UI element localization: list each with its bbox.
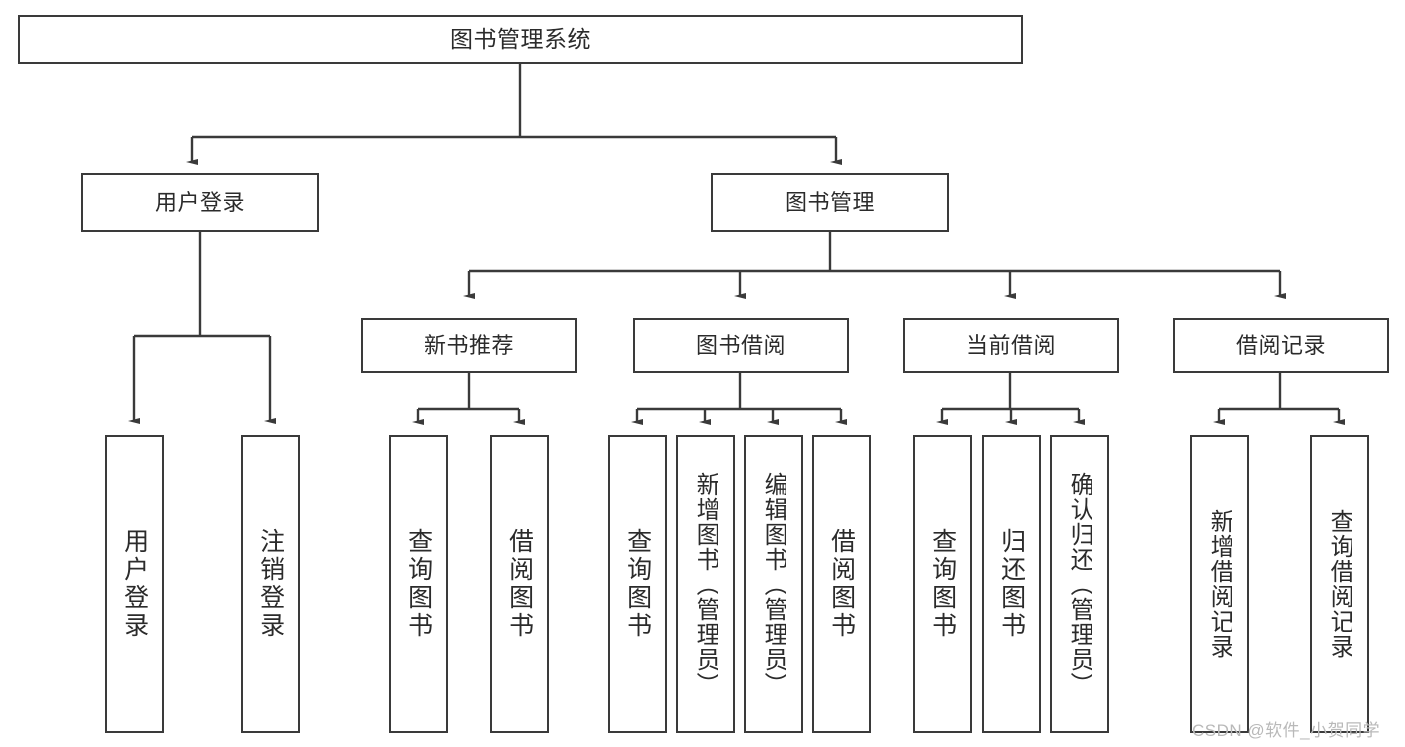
node-new-book-recommend-label: 新书推荐 <box>423 332 514 358</box>
leaf-current-query-book[interactable]: 查询图书 <box>913 435 972 733</box>
node-book-borrow[interactable]: 图书借阅 <box>633 318 849 373</box>
leaf-borrow-add-book-label: 新增图书（管理员） <box>692 471 719 697</box>
node-current-borrow-label: 当前借阅 <box>965 332 1056 358</box>
leaf-current-return-book[interactable]: 归还图书 <box>982 435 1041 733</box>
leaf-newbook-borrow-book[interactable]: 借阅图书 <box>490 435 549 733</box>
leaf-borrow-borrow-book[interactable]: 借阅图书 <box>812 435 871 733</box>
leaf-borrow-query-book[interactable]: 查询图书 <box>608 435 667 733</box>
leaf-current-confirm-return[interactable]: 确认归还（管理员） <box>1050 435 1109 733</box>
leaf-borrow-add-book[interactable]: 新增图书（管理员） <box>676 435 735 733</box>
leaf-current-return-book-label: 归还图书 <box>998 528 1025 640</box>
leaf-borrow-query-book-label: 查询图书 <box>624 528 651 640</box>
node-user-login[interactable]: 用户登录 <box>81 173 319 232</box>
node-book-management-label: 图书管理 <box>784 189 875 215</box>
node-book-borrow-label: 图书借阅 <box>695 332 786 358</box>
node-root-label: 图书管理系统 <box>450 25 591 52</box>
leaf-current-query-book-label: 查询图书 <box>929 528 956 640</box>
leaf-current-confirm-return-label: 确认归还（管理员） <box>1066 471 1093 697</box>
leaf-newbook-query-book[interactable]: 查询图书 <box>389 435 448 733</box>
leaf-borrow-edit-book-label: 编辑图书（管理员） <box>760 471 787 697</box>
leaf-newbook-query-book-label: 查询图书 <box>405 528 432 640</box>
leaf-record-add-record-label: 新增借阅记录 <box>1206 509 1233 659</box>
leaf-borrow-edit-book[interactable]: 编辑图书（管理员） <box>744 435 803 733</box>
leaf-user-login-label: 用户登录 <box>121 528 148 640</box>
leaf-record-query-record-label: 查询借阅记录 <box>1326 509 1353 659</box>
node-new-book-recommend[interactable]: 新书推荐 <box>361 318 577 373</box>
leaf-record-query-record[interactable]: 查询借阅记录 <box>1310 435 1369 733</box>
leaf-user-login[interactable]: 用户登录 <box>105 435 164 733</box>
leaf-newbook-borrow-book-label: 借阅图书 <box>506 528 533 640</box>
leaf-record-add-record[interactable]: 新增借阅记录 <box>1190 435 1249 733</box>
node-current-borrow[interactable]: 当前借阅 <box>903 318 1119 373</box>
leaf-borrow-borrow-book-label: 借阅图书 <box>828 528 855 640</box>
node-borrow-record[interactable]: 借阅记录 <box>1173 318 1389 373</box>
node-root[interactable]: 图书管理系统 <box>18 15 1023 64</box>
leaf-logout[interactable]: 注销登录 <box>241 435 300 733</box>
leaf-logout-label: 注销登录 <box>257 528 284 640</box>
node-book-management[interactable]: 图书管理 <box>711 173 949 232</box>
node-borrow-record-label: 借阅记录 <box>1235 332 1326 358</box>
node-user-login-label: 用户登录 <box>154 189 245 215</box>
csdn-watermark: CSDN @软件_小贺同学 <box>1192 721 1381 740</box>
